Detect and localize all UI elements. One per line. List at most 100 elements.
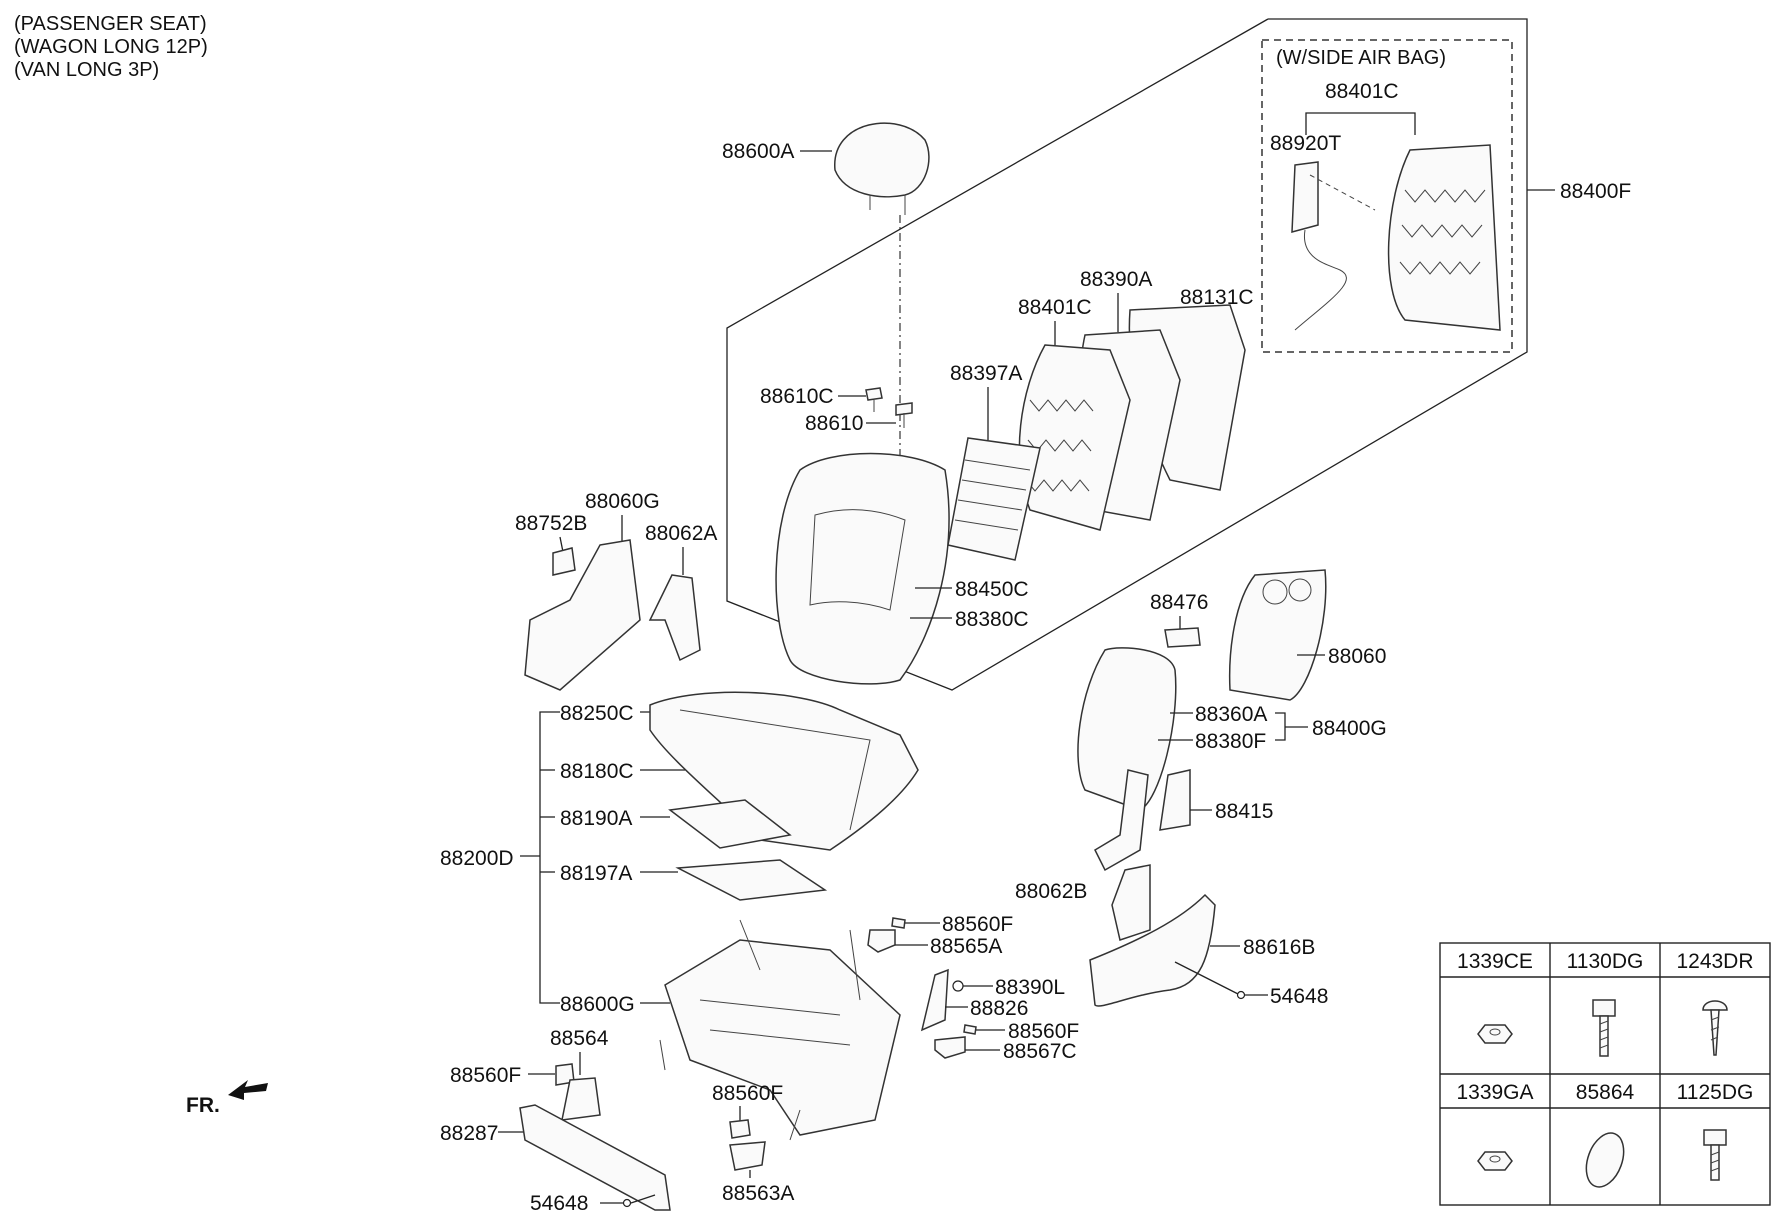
side-bracket-88060G-drawing [524,539,641,691]
clip-88560F-b-icon [963,1024,977,1035]
label-88401C: 88401C [1018,296,1092,319]
bracket-88826-drawing [920,968,949,1032]
label-88415: 88415 [1215,800,1273,823]
clip-88610C-drawing [865,387,883,412]
bolt-54648-right-icon [1236,990,1246,1000]
bracket-88062B-drawing [1111,864,1151,941]
label-88180C: 88180C [560,760,634,783]
bracket-88062A-drawing [648,574,701,662]
label-88560F-b: 88560F [1008,1020,1079,1043]
note-van-long: (VAN LONG 3P) [14,59,159,81]
leader-54648-left-b [630,1194,656,1204]
leader-88752B [559,536,564,553]
label-88610C: 88610C [760,385,834,408]
backrest-cushion-drawing [775,452,950,685]
label-88450C: 88450C [955,578,1029,601]
label-88610: 88610 [805,412,863,435]
note-wagon-long: (WAGON LONG 12P) [14,36,208,58]
seat-pad-88190A-drawing [668,799,792,849]
seat-cushion-drawing [649,691,919,851]
table-head-1339CE: 1339CE [1457,950,1533,973]
label-54648-right: 54648 [1270,985,1328,1008]
label-88752B: 88752B [515,512,587,535]
label-88600A: 88600A [722,140,794,163]
backrest-assembly-outline [726,18,1528,691]
label-88560F-a: 88560F [942,913,1013,936]
side-airbag-box [1261,39,1513,353]
table-head-1243DR: 1243DR [1676,950,1753,973]
bracket-88400G [1275,712,1286,741]
label-88380F: 88380F [1195,730,1266,753]
airbag-frame-drawing [1387,144,1501,331]
front-arrow-icon [228,1080,268,1100]
bracket-88200D [539,711,560,1004]
screw-1243DR-icon [1702,1000,1728,1056]
bolt-1130DG-icon [1592,999,1616,1057]
label-88360A: 88360A [1195,703,1267,726]
label-88390L: 88390L [995,976,1065,999]
headrest-drawing [834,122,930,215]
back-panel-88060-drawing [1228,569,1327,701]
label-88062B: 88062B [1015,880,1087,903]
seat-frame-88600G-drawing [659,919,901,1141]
label-88600G: 88600G [560,993,635,1016]
side-cover-88616B-drawing [1089,893,1216,1007]
label-54648-left: 54648 [530,1192,588,1211]
fastener-table [1439,942,1771,1206]
label-88060: 88060 [1328,645,1386,668]
label-88397A: 88397A [950,362,1022,385]
clip-88560F-a-icon [891,917,906,929]
side-airbag-box-title: (W/SIDE AIR BAG) [1276,47,1446,69]
plug-85864-icon [1585,1132,1625,1188]
side-backrest-cushion-drawing [1077,647,1177,811]
label-88400G: 88400G [1312,717,1387,740]
label-88563A: 88563A [722,1182,794,1205]
lumbar-mat-drawing [947,437,1041,561]
table-head-1339GA: 1339GA [1456,1081,1533,1104]
table-head-1130DG: 1130DG [1567,950,1644,973]
label-88567C: 88567C [1003,1040,1077,1063]
label-88560F-d: 88560F [712,1082,783,1105]
label-88390A: 88390A [1080,268,1152,291]
bracket-88563A-drawing [729,1141,766,1171]
leader-88401C-airbag [1305,112,1416,135]
label-88380C: 88380C [955,608,1029,631]
label-88565A: 88565A [930,935,1002,958]
part-88415-drawing [1159,769,1191,831]
clip-88560F-d-icon [729,1119,751,1139]
label-88920T: 88920T [1270,132,1341,155]
bracket-88567C-drawing [934,1036,966,1059]
table-head-1125DG: 1125DG [1677,1081,1754,1104]
bolt-1125DG-icon [1703,1129,1727,1181]
front-indicator: FR. [186,1094,220,1117]
label-88197A: 88197A [560,862,632,885]
airbag-module-drawing [1291,161,1376,331]
bracket-88564-drawing [561,1077,601,1121]
label-88287: 88287 [440,1122,498,1145]
label-88826: 88826 [970,997,1028,1020]
note-passenger-seat: (PASSENGER SEAT) [14,13,207,35]
label-88616B: 88616B [1243,936,1315,959]
label-88400F: 88400F [1560,180,1631,203]
label-88560F-c: 88560F [450,1064,521,1087]
guide-88610-drawing [895,402,913,428]
part-88476-drawing [1164,627,1201,648]
nut-1339GA-icon [1477,1151,1513,1171]
seat-mat-88197A-drawing [675,859,828,901]
bushing-88390L-icon [952,980,964,992]
recliner-bracket-drawing [1094,769,1149,872]
label-88060G: 88060G [585,490,660,513]
label-88476: 88476 [1150,591,1208,614]
leader-54648-right [1174,961,1241,996]
bolt-54648-left-icon [622,1198,632,1208]
label-88250C: 88250C [560,702,634,725]
label-88190A: 88190A [560,807,632,830]
bracket-88565A-drawing [867,929,896,953]
label-88131C: 88131C [1180,286,1254,309]
label-88564: 88564 [550,1027,609,1050]
label-88200D: 88200D [440,847,514,870]
label-88401C-airbag: 88401C [1325,80,1399,103]
table-head-85864: 85864 [1576,1081,1635,1104]
rail-88287-drawing [519,1104,671,1211]
